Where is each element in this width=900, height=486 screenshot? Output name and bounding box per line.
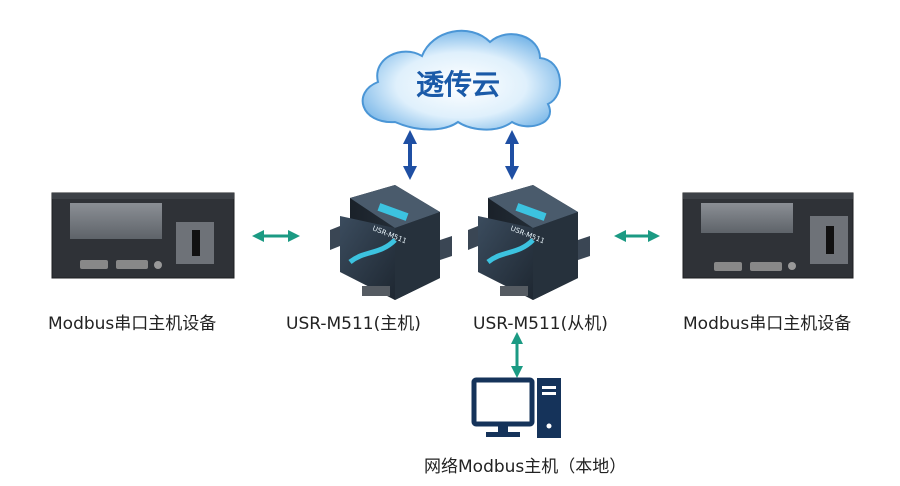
arrow-cloud-master bbox=[403, 130, 417, 180]
left-host-label: Modbus串口主机设备 bbox=[48, 314, 217, 334]
computer-icon bbox=[471, 377, 561, 438]
arrow-slave-right bbox=[614, 230, 660, 242]
gateway-slave-device: USR-M511 bbox=[468, 185, 590, 300]
right-host-device bbox=[682, 192, 854, 279]
network-host-label: 网络Modbus主机（本地） bbox=[424, 457, 627, 477]
cloud-icon: 透传云 bbox=[361, 29, 561, 131]
gateway-slave-label: USR-M511(从机) bbox=[473, 314, 608, 334]
right-host-label: Modbus串口主机设备 bbox=[683, 314, 852, 334]
arrow-slave-pc bbox=[511, 332, 523, 378]
cloud-label: 透传云 bbox=[416, 68, 500, 101]
arrow-left-master bbox=[252, 230, 300, 242]
gateway-master-label: USR-M511(主机) bbox=[286, 314, 421, 334]
left-host-device bbox=[51, 192, 235, 279]
gateway-master-device: USR-M511 bbox=[330, 185, 452, 300]
arrow-cloud-slave bbox=[505, 130, 519, 180]
